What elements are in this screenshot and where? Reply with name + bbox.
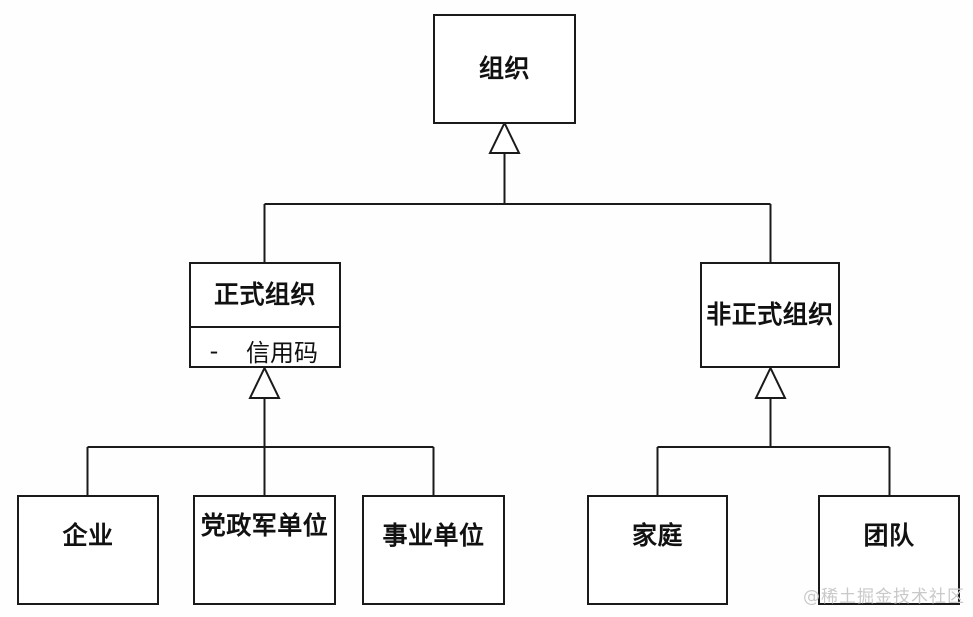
class-name-team: 团队 [863,521,915,550]
class-name-organization: 组织 [478,54,530,84]
class-box-informal-organization[interactable]: 非正式 组织 [700,262,840,368]
class-name-informal-organization: 非正式 组织 [702,264,838,366]
attribute-visibility-private: - [209,336,219,365]
class-name-family: 家庭 [631,521,683,550]
class-box-team[interactable]: 团队 [818,495,960,605]
class-name-line-1: 党政军 [200,511,278,540]
generalization-arrowhead-informal [754,365,787,399]
class-box-party-gov-mil-unit[interactable]: 党政军 单位 [193,495,336,605]
class-box-formal-organization[interactable]: 正式组织 - 信用码 [189,262,341,368]
class-name-party-gov-mil-unit: 党政军 单位 [195,497,334,603]
class-box-organization[interactable]: 组织 [433,14,576,124]
class-box-enterprise[interactable]: 企业 [17,495,159,605]
class-box-family[interactable]: 家庭 [587,495,728,605]
class-name-enterprise: 企业 [62,521,114,550]
class-name-public-institution: 事业单位 [382,521,485,550]
watermark-label: @稀土掘金技术社区 [803,587,965,607]
class-box-public-institution[interactable]: 事业单位 [362,495,505,605]
attribute-row-credit-code: - 信用码 [197,333,333,368]
class-name-formal-organization: 正式组织 [213,280,316,310]
attribute-name-credit-code: 信用码 [246,339,318,367]
class-name-line-2: 组织 [782,300,834,330]
generalization-arrowhead-root [488,120,521,154]
class-name-line-2: 单位 [277,511,329,540]
class-name-line-1: 非正式 [706,300,783,330]
attribute-compartment-formal-organization: - 信用码 [191,326,339,373]
